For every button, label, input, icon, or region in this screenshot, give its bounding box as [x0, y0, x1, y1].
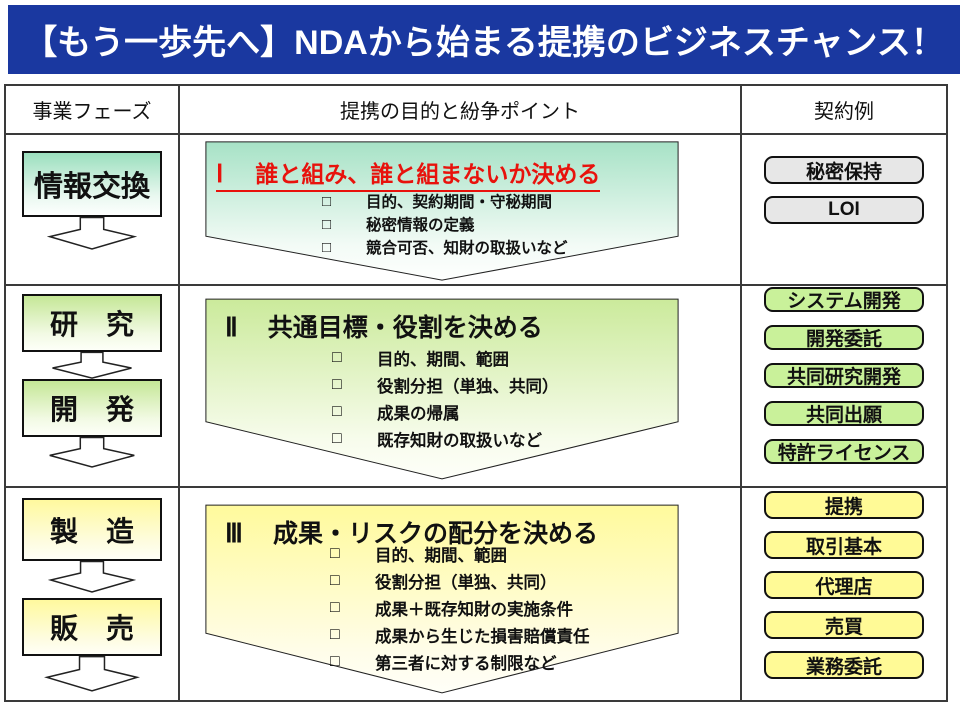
down-arrow-icon [50, 352, 134, 379]
slide-title: 【もう一歩先へ】NDAから始まる提携のビジネスチャンス！ [23, 24, 945, 62]
header-business-phase: 事業フェーズ [6, 86, 180, 135]
section-heading-3: 成果・リスクの配分を決める [272, 520, 598, 548]
contract-chip-development-outsourcing: 開発委託 [764, 325, 924, 350]
down-arrow-icon [48, 561, 136, 593]
phase-box-manufacturing: 製 造 [22, 498, 162, 561]
phase-box-research: 研 究 [22, 294, 162, 352]
section-banner-2: Ⅱ 共通目標・役割を決める □ 目的、期間、範囲 □ 役割分担（単独、共同） □ [204, 298, 680, 480]
down-arrow-icon [47, 437, 137, 468]
phase-cell-row2: 研 究 開 発 [6, 286, 180, 488]
checklist-item: □ 既存知財の取扱いなど [332, 429, 542, 450]
header-purpose-disputes: 提携の目的と紛争ポイント [180, 86, 742, 135]
contract-chip-sale: 売買 [764, 611, 924, 639]
checklist-item: □ 役割分担（単独、共同） [332, 375, 559, 396]
checkbox-icon: □ [330, 544, 340, 562]
slide-title-bar: 【もう一歩先へ】NDAから始まる提携のビジネスチャンス！ [8, 5, 960, 74]
chevron-banner-shape [204, 298, 680, 480]
section-cell-row2: Ⅱ 共通目標・役割を決める □ 目的、期間、範囲 □ 役割分担（単独、共同） □ [180, 286, 742, 488]
section-heading-2: 共通目標・役割を決める [267, 314, 543, 342]
chevron-banner-shape [204, 504, 680, 694]
checklist-item: □ 目的、契約期間・守秘期間 [322, 192, 553, 212]
section-title-1: Ⅰ 誰と組み、誰と組まないか決める [216, 155, 601, 192]
phase-box-sales: 販 売 [22, 598, 162, 656]
checklist-item: □ 目的、期間、範囲 [330, 544, 507, 565]
checkbox-icon: □ [322, 238, 332, 256]
section-cell-row3: Ⅲ 成果・リスクの配分を決める □ 目的、期間、範囲 □ 役割分担（単独、共同） … [180, 488, 742, 700]
checkbox-icon: □ [332, 429, 342, 447]
checkbox-icon: □ [332, 375, 342, 393]
contract-chip-business-outsourcing: 業務委託 [764, 651, 924, 679]
checkbox-icon: □ [322, 192, 332, 210]
checkbox-icon: □ [330, 652, 340, 670]
checklist-item: □ 成果の帰属 [332, 402, 460, 423]
phase-table: 事業フェーズ 提携の目的と紛争ポイント 契約例 情報交換 [4, 84, 948, 702]
checklist-item: □ 競合可否、知財の取扱いなど [322, 238, 568, 258]
phase-box-information-exchange: 情報交換 [22, 151, 162, 217]
checkbox-icon: □ [332, 348, 342, 366]
section-numeral-3: Ⅲ [225, 519, 243, 548]
section-title-2: Ⅱ 共通目標・役割を決める [225, 308, 543, 344]
contract-chip-patent-license: 特許ライセンス [764, 439, 924, 464]
contract-chip-agency: 代理店 [764, 571, 924, 599]
chevron-banner-shape [204, 141, 680, 281]
section-numeral-2: Ⅱ [225, 313, 238, 342]
contract-chip-loi: LOI [764, 196, 924, 224]
down-arrow-icon [47, 217, 137, 250]
contracts-cell-row2: システム開発 開発委託 共同研究開発 共同出願 特許ライセンス [742, 286, 946, 488]
phase-cell-row1: 情報交換 [6, 135, 180, 286]
checkbox-icon: □ [330, 625, 340, 643]
contract-chip-nda: 秘密保持 [764, 156, 924, 184]
checklist-2: □ 目的、期間、範囲 □ 役割分担（単独、共同） □ 成果の帰属 □ [332, 348, 559, 450]
contract-chip-partnership: 提携 [764, 491, 924, 519]
contract-chip-basic-trade: 取引基本 [764, 531, 924, 559]
checklist-1: □ 目的、契約期間・守秘期間 □ 秘密情報の定義 □ 競合可否、知財の取扱いなど [322, 192, 568, 258]
contract-chip-system-development: システム開発 [764, 287, 924, 312]
contract-chip-joint-rnd: 共同研究開発 [764, 363, 924, 388]
header-contract-examples: 契約例 [742, 86, 946, 135]
section-numeral-1: Ⅰ [216, 161, 224, 188]
phase-cell-row3: 製 造 販 売 [6, 488, 180, 700]
contracts-cell-row3: 提携 取引基本 代理店 売買 業務委託 [742, 488, 946, 700]
checklist-item: □ 秘密情報の定義 [322, 215, 475, 235]
phase-box-development: 開 発 [22, 379, 162, 437]
checklist-item: □ 役割分担（単独、共同） [330, 571, 557, 592]
checklist-item: □ 第三者に対する制限など [330, 652, 557, 673]
checkbox-icon: □ [322, 215, 332, 233]
section-heading-1: 誰と組み、誰と組まないか決める [255, 161, 601, 187]
section-banner-1: Ⅰ 誰と組み、誰と組まないか決める □ 目的、契約期間・守秘期間 □ 秘密情報の定… [204, 141, 680, 281]
section-title-3: Ⅲ 成果・リスクの配分を決める [225, 514, 598, 550]
checklist-item: □ 成果＋既存知財の実施条件 [330, 598, 573, 619]
checklist-item: □ 成果から生じた損害賠償責任 [330, 625, 590, 646]
checklist-3: □ 目的、期間、範囲 □ 役割分担（単独、共同） □ 成果＋既存知財の実施条件 [330, 544, 590, 673]
checklist-item: □ 目的、期間、範囲 [332, 348, 509, 369]
checkbox-icon: □ [332, 402, 342, 420]
section-cell-row1: Ⅰ 誰と組み、誰と組まないか決める □ 目的、契約期間・守秘期間 □ 秘密情報の定… [180, 135, 742, 286]
contracts-cell-row1: 秘密保持 LOI [742, 135, 946, 286]
checkbox-icon: □ [330, 598, 340, 616]
contract-chip-joint-application: 共同出願 [764, 401, 924, 426]
down-arrow-icon [44, 656, 140, 692]
checkbox-icon: □ [330, 571, 340, 589]
section-banner-3: Ⅲ 成果・リスクの配分を決める □ 目的、期間、範囲 □ 役割分担（単独、共同） … [204, 504, 680, 694]
